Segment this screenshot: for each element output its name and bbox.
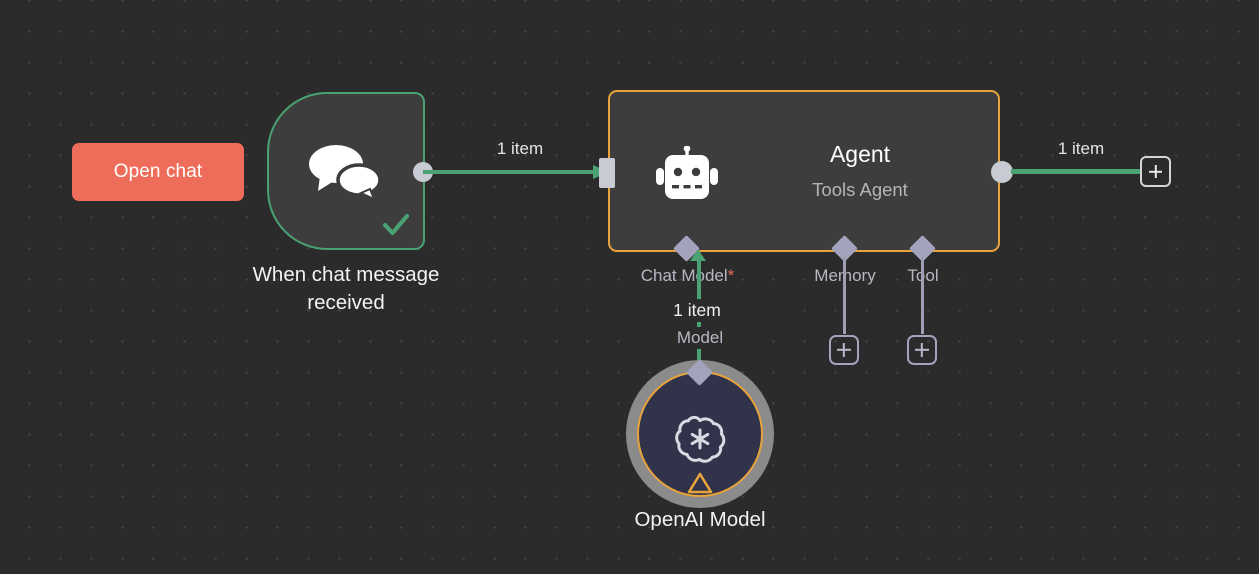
connection-agent-output[interactable] [1011,169,1141,174]
connection-items-label-main: 1 item [496,139,544,158]
add-memory-button[interactable] [829,335,859,365]
agent-input-port[interactable] [599,158,615,188]
required-asterisk: * [727,266,735,285]
warning-triangle-icon [687,472,713,494]
port-label-chat-model: Chat Model* [640,266,735,285]
node-label-when-chat-message-received: When chat message received [196,261,496,317]
connection-type-label-model: Model [640,327,760,349]
port-stem-memory [843,256,846,334]
connection-arrow-chat-model [690,249,706,261]
agent-output-port[interactable] [991,161,1013,183]
robot-icon [656,146,718,199]
node-when-chat-message-received[interactable] [267,92,425,250]
agent-subtitle: Tools Agent [812,179,908,200]
agent-title: Agent [829,141,891,167]
port-stem-tool [921,256,924,334]
node-label-openai-model: OpenAI Model [634,508,766,531]
check-icon [382,213,410,236]
chat-bubbles-icon [309,145,382,200]
connection-items-label-output: 1 item [1057,139,1105,158]
add-tool-button[interactable] [907,335,937,365]
open-chat-button[interactable]: Open chat [72,143,244,201]
openai-node-inner [637,371,763,497]
openai-logo-icon [675,415,726,463]
add-node-button[interactable] [1140,156,1171,187]
connection-items-label-chat-model: 1 item [617,299,777,322]
trigger-label-line2: received [307,291,385,314]
connection-trigger-to-agent[interactable] [423,165,613,179]
trigger-label-line1: When chat message [252,263,440,286]
